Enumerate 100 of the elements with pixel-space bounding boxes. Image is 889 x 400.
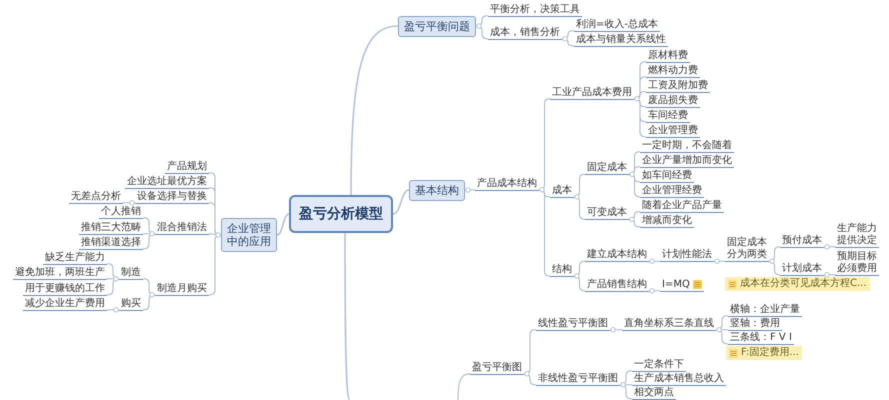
topic-label: 混合推销法: [155, 222, 209, 234]
connector-line: [574, 174, 586, 198]
connector-line: [628, 166, 640, 175]
topic-label: 预付成本: [780, 234, 824, 248]
topic-label: 结构: [550, 264, 574, 277]
topic-label: 横轴：企业产量: [728, 304, 802, 316]
topic-label: 生产能力提供决定: [835, 222, 879, 248]
branch-connector: [458, 373, 470, 400]
topic-label: 推销三大范畴: [79, 222, 143, 234]
topic-label: 计划性能法: [660, 249, 714, 262]
topic-label: 产品销售结构: [585, 278, 649, 292]
topic-label: 三条线：F V I: [728, 332, 794, 344]
topic-label: 固定成本分为两类: [725, 237, 769, 262]
topic-label: 燃料动力费: [646, 64, 700, 78]
subtopic: [660, 278, 704, 292]
connector-line: [142, 294, 156, 310]
topic-label: 制造: [119, 266, 143, 280]
connector-line: [716, 315, 728, 330]
connector-line: [106, 263, 120, 280]
connector-line: [768, 246, 780, 262]
connector-line: [716, 329, 728, 344]
topic-label: 车间经费: [646, 110, 690, 122]
central-topic-box: 盈亏分析模型: [289, 195, 393, 233]
connector-line: [648, 290, 660, 292]
connector-line: [824, 246, 836, 248]
topic-label: 增减而变化: [640, 214, 694, 228]
connector-line: [648, 260, 660, 262]
topic-label: 产品规划: [165, 160, 209, 174]
connector-line: [524, 329, 536, 374]
connector-line: [142, 233, 156, 250]
connector-line: [574, 196, 586, 220]
topic-label: 制造月购买: [155, 282, 209, 296]
connector-line: [620, 384, 632, 400]
topic-label: 预期目标必须费用: [835, 250, 879, 276]
topic-label: 可变成本: [585, 207, 629, 220]
topic-label: 一定时期，不会随着: [640, 140, 734, 152]
topic-label: 废品损失费: [646, 94, 700, 108]
topic-label: 如车间经费: [640, 170, 694, 182]
connector-line: [610, 329, 622, 330]
connector-line: [122, 202, 136, 204]
topic-label: 企业管理经费: [640, 184, 704, 198]
connector-line: [142, 217, 156, 234]
topic-label: 建立成本结构: [585, 249, 649, 262]
topic-label: 固定成本: [585, 162, 629, 175]
connector-line: [620, 370, 632, 386]
topic-label: 计划成本: [780, 262, 824, 276]
connector-line: [628, 211, 640, 220]
connector-line: [562, 38, 574, 46]
branch-connector: [350, 25, 398, 195]
topic-label: I=MQ: [662, 278, 690, 290]
connector-line: [562, 30, 574, 40]
note-text: 成本在分类可见成本方程C...: [740, 278, 867, 290]
branch-connector: [276, 213, 290, 236]
branch-connector: [392, 189, 410, 215]
connector-line: [824, 274, 836, 276]
topic-label: 企业管理费: [646, 124, 700, 138]
topic-label: 减少企业生产费用: [23, 298, 107, 310]
topic-label: 随着企业产品产量: [640, 200, 724, 212]
topic-label: 直角坐标系三条直线: [622, 318, 716, 330]
branch-topic-box: 盈亏平衡问题: [398, 16, 476, 36]
connector-line: [142, 278, 156, 296]
topic-label: 个人推销: [99, 206, 143, 218]
topic-label: 用于更赚钱的工作: [23, 282, 107, 296]
topic-label: 企业产量增加而变化: [640, 154, 734, 168]
connector-line: [628, 218, 640, 228]
topic-label: 盈亏平衡图: [470, 362, 524, 374]
topic-label: 原材料费: [646, 50, 690, 62]
branch-connector: [344, 233, 351, 400]
topic-label: 工资及附加费: [646, 80, 710, 92]
connector-line: [714, 260, 726, 262]
topic-label: 一定条件下: [632, 358, 686, 372]
note-text: F:固定费用...: [741, 347, 799, 359]
topic-label: 购买: [119, 298, 143, 310]
note-card: [725, 277, 870, 291]
topic-label: 线性盈亏平衡图: [536, 318, 610, 330]
topic-label: 成本，销售分析: [488, 26, 562, 40]
topic-label: 企业选址最优方案: [125, 176, 209, 188]
topic-label: 相交两点: [632, 386, 676, 400]
connector-line: [106, 278, 120, 296]
connector-line: [106, 309, 120, 310]
connector-line: [538, 98, 550, 190]
topic-label: 竖轴：费用: [728, 318, 782, 330]
connector-line: [538, 189, 550, 276]
topic-label: 设备选择与替换: [135, 190, 209, 204]
topic-label: 成本与销量关系线性: [574, 34, 668, 46]
topic-label: 避免加班，两班生产: [13, 266, 107, 280]
topic-label: 利润=收入-总成本: [574, 18, 660, 32]
connector-line: [768, 260, 780, 276]
branch-topic-box: 企业管理中的应用: [221, 218, 277, 252]
topic-label: 生产成本销售总收入: [632, 372, 726, 386]
topic-label: 工业产品成本费用: [550, 86, 634, 100]
topic-label: 推销渠道选择: [79, 236, 143, 250]
note-card: [726, 346, 802, 360]
connector-line: [524, 373, 536, 386]
topic-label: 产品成本结构: [475, 178, 539, 190]
topic-label: 成本: [550, 184, 574, 198]
topic-label: 平衡分析，决策工具: [488, 4, 582, 16]
topic-label: 缺乏生产能力: [43, 252, 107, 264]
branch-topic-box: 基本结构: [409, 180, 465, 200]
topic-label: 无差点分析: [69, 190, 123, 204]
